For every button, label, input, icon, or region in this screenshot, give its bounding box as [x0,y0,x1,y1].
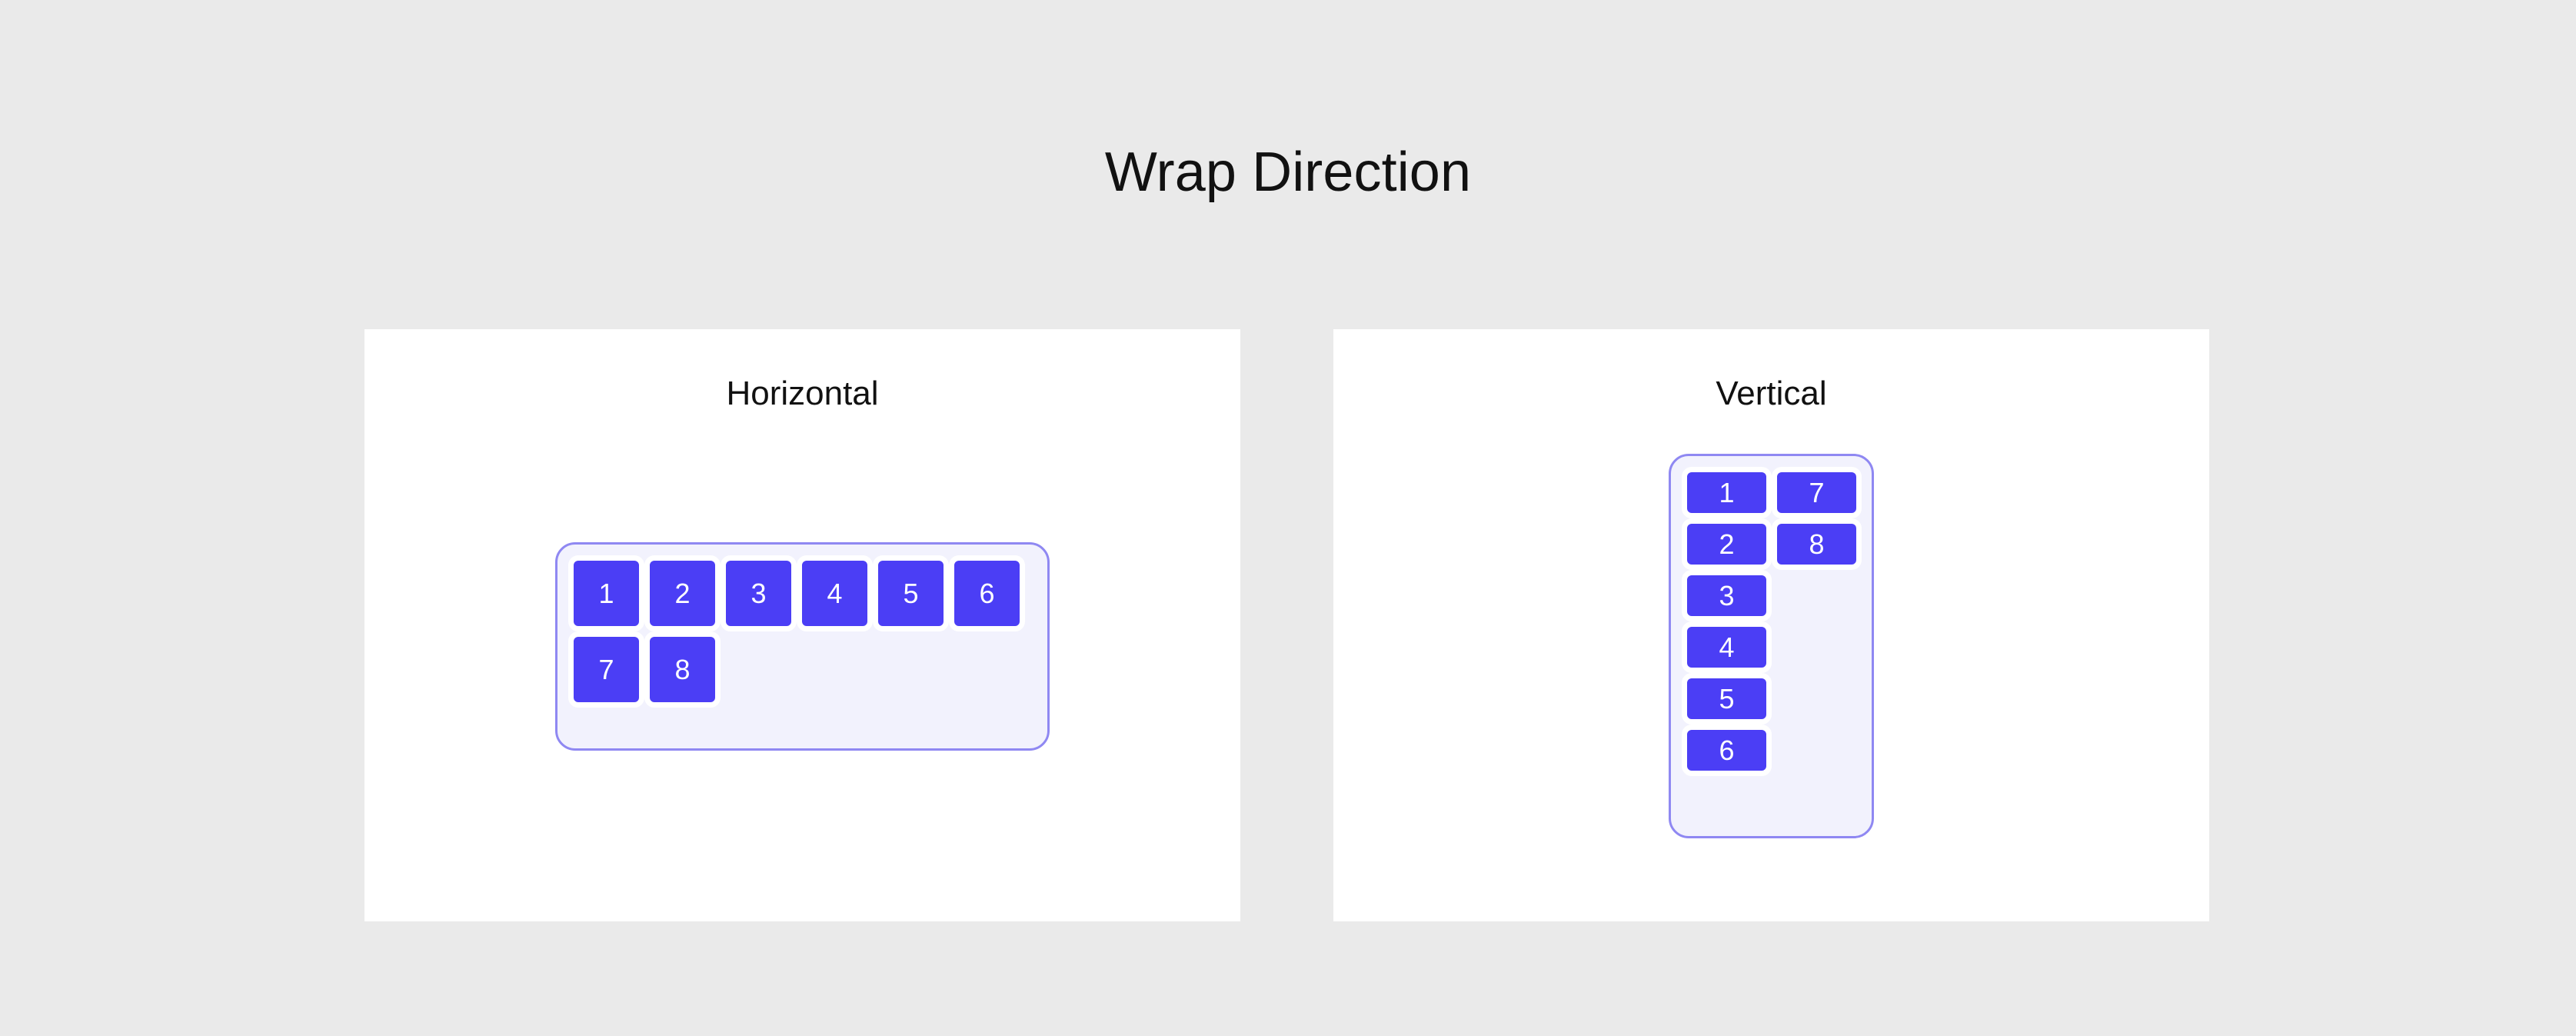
wrap-tile-label: 4 [827,577,843,609]
card-vertical: Vertical 1 2 3 4 5 6 7 8 [1333,329,2209,921]
wrap-tile[interactable]: 1 [1682,467,1772,518]
wrap-tile[interactable]: 3 [1682,570,1772,621]
wrap-tile-label: 5 [903,577,919,609]
wrap-tile[interactable]: 1 [568,555,644,631]
wrap-tile-label: 4 [1719,631,1735,663]
wrap-tile-label: 8 [1809,528,1825,560]
wrap-tile-label: 1 [1719,476,1735,508]
wrap-tile[interactable]: 8 [644,631,721,708]
page-title: Wrap Direction [1104,142,1472,204]
wrap-tile-label: 6 [979,577,995,609]
wrap-tile[interactable]: 6 [1682,725,1772,776]
wrap-tile[interactable]: 6 [949,555,1025,631]
wrap-tile-label: 6 [1719,734,1735,766]
wrap-tile-label: 8 [674,653,691,685]
wrap-tile[interactable]: 7 [568,631,644,708]
card-horizontal: Horizontal 1 2 3 4 5 6 7 8 [364,329,1240,921]
wrap-tile-label: 2 [1719,528,1735,560]
wrap-tile[interactable]: 4 [1682,621,1772,673]
wrap-tile[interactable]: 3 [721,555,797,631]
wrap-tile[interactable]: 2 [644,555,721,631]
wrap-tile[interactable]: 5 [873,555,949,631]
wrap-tile[interactable]: 2 [1682,518,1772,570]
wrap-container-horizontal: 1 2 3 4 5 6 7 8 [555,542,1050,751]
wrap-tile-label: 1 [598,577,614,609]
wrap-tile-label: 2 [674,577,691,609]
wrap-tile-label: 5 [1719,682,1735,715]
wrap-tile-label: 3 [1719,579,1735,611]
wrap-tile[interactable]: 7 [1772,467,1862,518]
wrap-tile-label: 7 [1809,476,1825,508]
card-title-vertical: Vertical [1716,375,1827,412]
card-title-horizontal: Horizontal [726,375,879,412]
wrap-tile[interactable]: 4 [797,555,873,631]
wrap-tile-label: 3 [751,577,767,609]
wrap-container-vertical: 1 2 3 4 5 6 7 8 [1669,454,1874,838]
wrap-tile[interactable]: 8 [1772,518,1862,570]
wrap-tile-label: 7 [598,653,614,685]
wrap-tile[interactable]: 5 [1682,673,1772,725]
cards-row: Horizontal 1 2 3 4 5 6 7 8 Vertical 1 2 … [364,329,2209,921]
